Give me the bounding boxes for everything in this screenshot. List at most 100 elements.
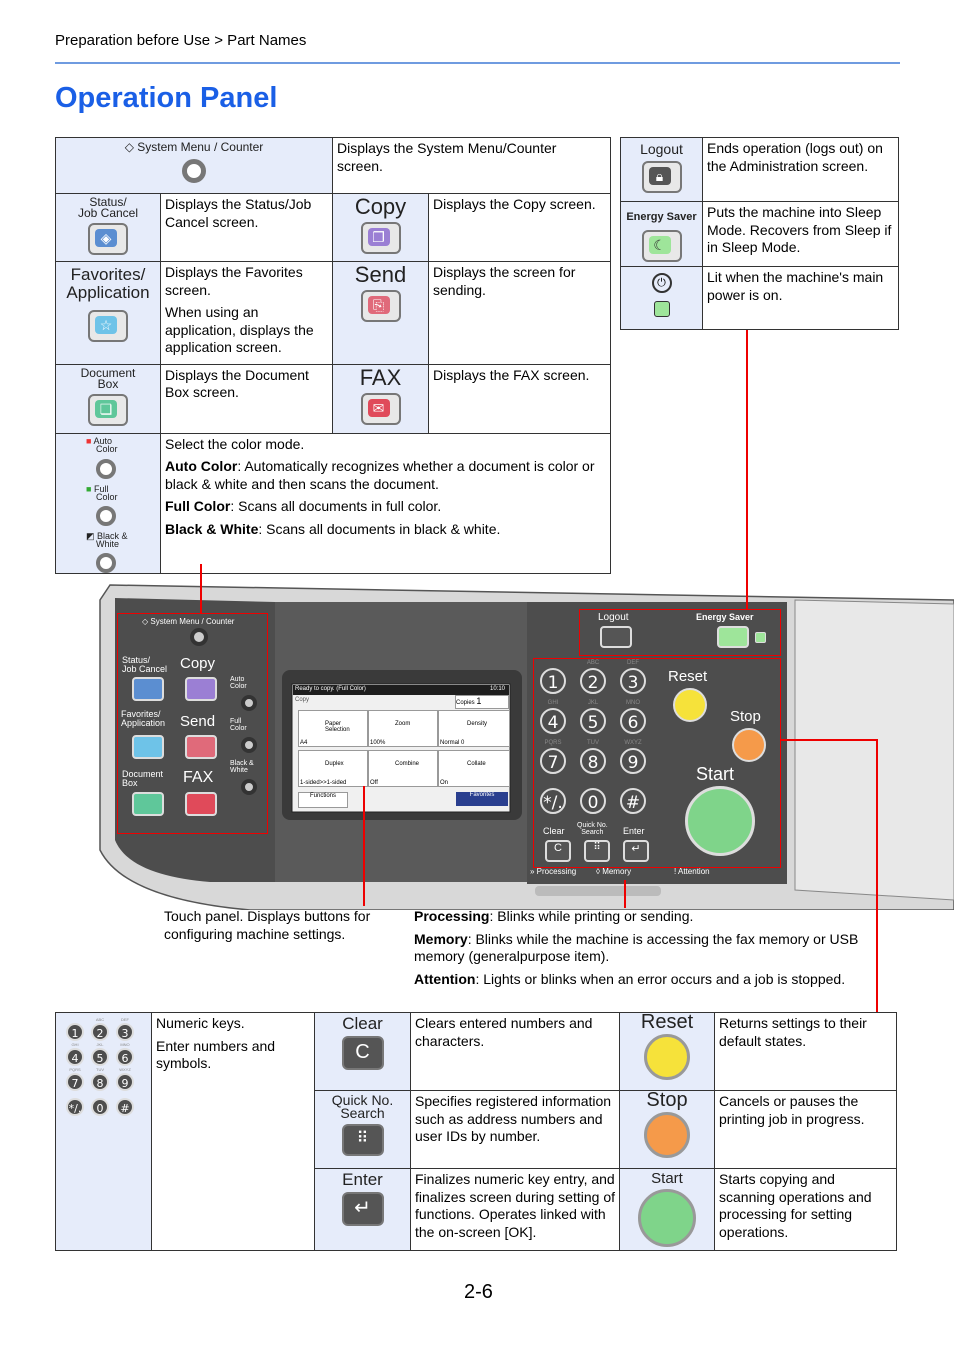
document-box-icon: ❏	[99, 400, 113, 417]
full-color-key-icon	[96, 505, 116, 526]
favorites-key-icon: ☆	[88, 310, 128, 342]
numeric-key-7[interactable]: 7	[66, 1073, 84, 1091]
panel-logout-key[interactable]	[600, 626, 632, 648]
panel-send-key[interactable]	[185, 735, 217, 759]
clear-icon-cell: Clear C	[314, 1012, 411, 1091]
system-menu-label: ◇ System Menu / Counter	[124, 140, 264, 154]
panel-copy-key[interactable]	[185, 677, 217, 701]
panel-stop-key[interactable]	[732, 728, 766, 762]
panel-document-box-key[interactable]	[132, 792, 164, 816]
panel-bw-key[interactable]	[241, 779, 257, 795]
callout-box-keypad	[533, 658, 781, 868]
numeric-key-6[interactable]: 6	[620, 708, 646, 734]
system-menu-desc: Displays the System Menu/Counter screen.	[331, 137, 612, 194]
reset-desc: Returns settings to their default states…	[714, 1012, 897, 1091]
numeric-key-12[interactable]: #	[620, 788, 646, 814]
numeric-key-9[interactable]: 9	[116, 1073, 134, 1091]
diamond-icon: ◈	[100, 230, 112, 246]
panel-quick-key[interactable]: ⠿	[584, 840, 610, 862]
panel-bw-label: Black &White	[230, 760, 254, 774]
stop-desc: Cancels or pauses the printing job in pr…	[714, 1090, 897, 1169]
key-sublabel: JKL	[587, 700, 599, 706]
numeric-key-12[interactable]: #	[116, 1098, 134, 1116]
screen-functions-button[interactable]: Functions	[298, 792, 348, 808]
star-icon: ☆	[99, 317, 113, 333]
status-icon-cell: Status/Job Cancel ◈	[55, 193, 161, 262]
stop-icon-cell: Stop	[619, 1090, 715, 1169]
bw-label: ◩ Black & White	[86, 530, 128, 549]
key-sublabel: TUV	[96, 1067, 104, 1072]
fax-icon: ✉	[372, 399, 385, 416]
panel-enter-key[interactable]: ↵	[623, 840, 649, 862]
panel-favorites-key[interactable]	[132, 735, 164, 759]
numeric-key-11[interactable]: 0	[91, 1098, 109, 1116]
panel-start-key[interactable]	[685, 786, 755, 856]
status-desc: Displays the Status/Job Cancel screen.	[160, 193, 333, 262]
main-power-desc: Lit when the machine's main power is on.	[702, 266, 899, 330]
send-icon: ⎘	[372, 297, 385, 313]
callout-box-left	[117, 613, 268, 834]
screen-copies[interactable]: Copies 1	[455, 695, 509, 709]
panel-status-key[interactable]	[132, 677, 164, 701]
panel-system-menu-key[interactable]	[190, 628, 208, 646]
numeric-key-6[interactable]: 6	[116, 1048, 134, 1066]
panel-status-label: Status/Job Cancel	[122, 655, 168, 674]
full-color-icon: ■	[86, 483, 92, 494]
numeric-key-11[interactable]: 0	[580, 788, 606, 814]
full-color-label: ■ Full Color	[86, 483, 118, 502]
numeric-key-2[interactable]: 2	[91, 1023, 109, 1041]
key-sublabel: ABC	[95, 1017, 105, 1022]
panel-system-menu-label: ◇ System Menu / Counter	[142, 617, 235, 626]
numeric-key-2[interactable]: 2	[580, 668, 606, 694]
lock-icon: 🔒︎	[655, 168, 664, 184]
logout-icon-cell: Logout 🔒︎	[620, 137, 703, 202]
numeric-key-1[interactable]: 1	[66, 1023, 84, 1041]
document-box-desc: Displays the Document Box screen.	[160, 363, 333, 434]
header-rule	[55, 62, 900, 64]
panel-clear-key[interactable]: C	[545, 840, 571, 862]
panel-energy-saver-key[interactable]	[717, 626, 749, 648]
numeric-key-10[interactable]: */.	[66, 1098, 84, 1116]
numeric-key-8[interactable]: 8	[580, 748, 606, 774]
send-label: Send	[354, 262, 407, 287]
panel-main-power-led	[755, 632, 766, 643]
panel-reset-key[interactable]	[673, 688, 707, 722]
diamond-icon: ◇	[142, 617, 149, 626]
screen-tab-copy[interactable]: Copy	[295, 697, 310, 703]
numeric-key-5[interactable]: 5	[91, 1048, 109, 1066]
fax-icon-cell: FAX ✉	[332, 363, 429, 434]
color-mode-icon-cell: ■ Auto Color ■ Full Color ◩ Black & Whit…	[55, 432, 161, 574]
panel-energy-saver-label: Energy Saver	[696, 612, 754, 622]
copy-label: Copy	[354, 194, 407, 219]
numeric-key-1[interactable]: 1	[540, 668, 566, 694]
screen-favorites-button[interactable]: Favorites	[456, 792, 508, 806]
panel-full-color-key[interactable]	[241, 737, 257, 753]
numeric-key-10[interactable]: */.	[540, 788, 566, 814]
numeric-key-7[interactable]: 7	[540, 748, 566, 774]
copy-desc: Displays the Copy screen.	[427, 193, 612, 262]
numeric-key-3[interactable]: 3	[116, 1023, 134, 1041]
energy-saver-icon-cell: Energy Saver ☾	[620, 201, 703, 267]
numeric-key-8[interactable]: 8	[91, 1073, 109, 1091]
bw-icon: ◩	[86, 530, 95, 541]
numeric-key-4[interactable]: 4	[66, 1048, 84, 1066]
numeric-key-4[interactable]: 4	[540, 708, 566, 734]
page-number: 2-6	[464, 1281, 493, 1303]
send-icon-cell: Send ⎘	[332, 261, 429, 365]
auto-color-key-icon	[96, 458, 116, 479]
numeric-key-5[interactable]: 5	[580, 708, 606, 734]
panel-auto-color-key[interactable]	[241, 695, 257, 711]
panel-fax-key[interactable]	[185, 792, 217, 816]
numeric-key-9[interactable]: 9	[620, 748, 646, 774]
numeric-key-3[interactable]: 3	[620, 668, 646, 694]
